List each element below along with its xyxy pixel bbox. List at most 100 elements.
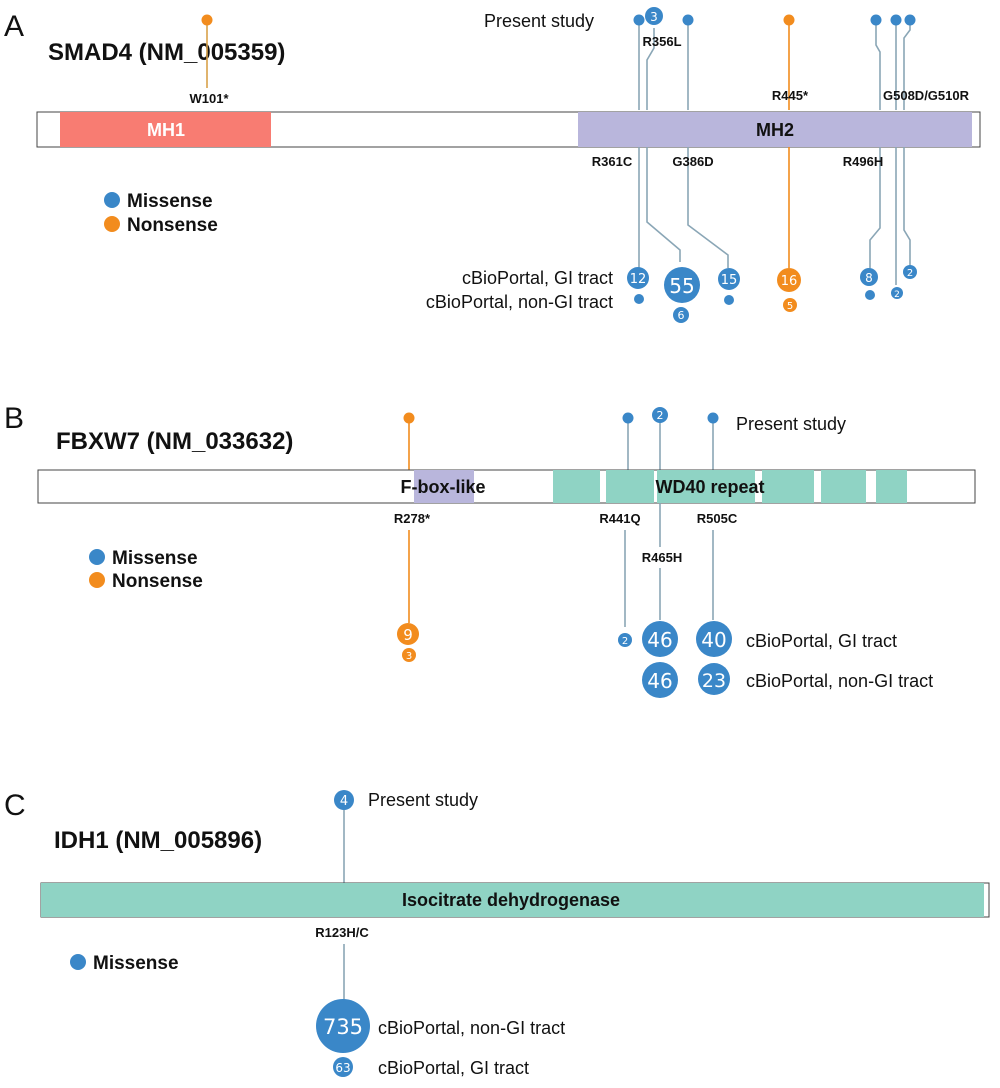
count-label: 40 (701, 628, 726, 652)
stem-r356l (646, 28, 655, 110)
dot-non-gi (724, 295, 734, 305)
mutation-label: R445* (772, 88, 809, 103)
lollipop-r441q-present (622, 412, 634, 424)
bubble-non-gi (891, 287, 903, 299)
panel-letter: C (4, 789, 26, 822)
count-label: 8 (865, 271, 873, 285)
bubble-gi (718, 268, 740, 290)
present-study-label: Present study (368, 790, 478, 810)
mutation-label: R356L (642, 34, 681, 49)
count-label: 735 (323, 1015, 363, 1039)
lollipop-r278-present (403, 412, 415, 424)
count-label: 3 (406, 651, 412, 662)
count-label: 6 (678, 309, 685, 322)
count-label: 46 (647, 669, 672, 693)
bubble-gi (696, 621, 732, 657)
panel-b: B FBXW7 (NM_033632) F-box-like WD40 repe… (4, 402, 976, 698)
legend-nonsense-dot (89, 572, 105, 588)
lollipop-r361c-present (633, 14, 645, 26)
count-label: 16 (781, 274, 798, 289)
count-label: 2 (894, 290, 900, 300)
domain-label-mh1: MH1 (147, 120, 185, 140)
count-label: 5 (787, 301, 793, 312)
panel-a: A SMAD4 (NM_005359) MH1 MH2 W101* R356L … (4, 7, 981, 323)
domain-label-wd40: WD40 repeat (655, 477, 764, 497)
bubble-non-gi (402, 648, 416, 662)
bubble-non-gi (673, 307, 689, 323)
legend-missense-label: Missense (93, 953, 179, 974)
lollipop-g510r-present (904, 14, 916, 26)
domain-label-fbox: F-box-like (400, 477, 485, 497)
mutation-label: G508D/G510R (883, 88, 970, 103)
domain-mh2 (578, 112, 972, 147)
mutation-label: R278* (394, 511, 431, 526)
domain-wd40-5 (821, 470, 866, 503)
bubble-gi (627, 267, 649, 289)
bubble-gi (618, 633, 632, 647)
legend-missense-label: Missense (112, 548, 198, 569)
track-label-non-gi: cBioPortal, non-GI tract (746, 671, 933, 691)
bubble-non-gi (698, 663, 730, 695)
protein-bar (37, 469, 976, 504)
domain-mh1 (60, 112, 271, 147)
domain-wd40-1 (553, 470, 600, 503)
gene-title: IDH1 (NM_005896) (54, 827, 262, 854)
count-label: 4 (340, 794, 348, 809)
domain-isocitrate-dehydrogenase (41, 883, 984, 917)
domain-fbox (414, 470, 474, 503)
lollipop-g386d-present (682, 14, 694, 26)
dot-non-gi (865, 290, 875, 300)
domain-wd40-6 (876, 470, 907, 503)
count-label: 12 (630, 272, 647, 287)
count-label: 23 (702, 670, 726, 692)
gene-title: SMAD4 (NM_005359) (48, 39, 285, 66)
lollipop-r356l-present (645, 7, 663, 25)
bubble-gi (777, 268, 801, 292)
domain-label-mh2: MH2 (756, 120, 794, 140)
stem-r496h-below (869, 147, 881, 268)
lollipop-r445-present (783, 14, 795, 26)
stem-r496h-above (875, 20, 881, 110)
track-label-gi: cBioPortal, GI tract (378, 1058, 529, 1078)
mutation-label: R465H (642, 550, 682, 565)
panel-letter: B (4, 402, 24, 435)
legend-nonsense-dot (104, 216, 120, 232)
dot-non-gi (634, 294, 644, 304)
panel-c: C IDH1 (NM_005896) 4 Present study Isoci… (4, 789, 990, 1078)
count-label: 2 (907, 268, 913, 279)
mutation-label: R441Q (599, 511, 640, 526)
lollipop-w101 (201, 14, 213, 26)
bubble-non-gi (316, 999, 370, 1053)
lollipop-r505c-present (707, 412, 719, 424)
bubble-gi (903, 265, 917, 279)
count-label: 55 (669, 274, 694, 298)
stem-g510r-below (903, 147, 911, 266)
bubble-non-gi (642, 662, 678, 698)
legend-missense-dot (89, 549, 105, 565)
mutation-label: G386D (672, 154, 713, 169)
domain-label-idh: Isocitrate dehydrogenase (402, 890, 620, 910)
present-study-label: Present study (484, 11, 594, 31)
bubble-gi (860, 268, 878, 286)
count-label: 63 (335, 1061, 350, 1075)
mutation-label: R361C (592, 154, 633, 169)
mutation-label: W101* (189, 91, 229, 106)
domain-wd40-2 (606, 470, 654, 503)
gene-title: FBXW7 (NM_033632) (56, 428, 293, 455)
domain-wd40-3 (657, 470, 755, 503)
stems-above (206, 20, 911, 110)
track-label-non-gi: cBioPortal, non-GI tract (378, 1018, 565, 1038)
count-label: 2 (657, 409, 664, 422)
count-label: 46 (647, 628, 672, 652)
stem-g386d-below (687, 147, 729, 268)
legend-missense-label: Missense (127, 191, 213, 212)
lollipop-r496h-present (870, 14, 882, 26)
domain-wd40-4 (762, 470, 814, 503)
count-label: 3 (650, 10, 658, 24)
legend-nonsense-label: Nonsense (127, 215, 218, 236)
legend-missense-dot (104, 192, 120, 208)
mutation-label: R496H (843, 154, 883, 169)
legend-missense-dot (70, 954, 86, 970)
track-label-gi: cBioPortal, GI tract (746, 631, 897, 651)
